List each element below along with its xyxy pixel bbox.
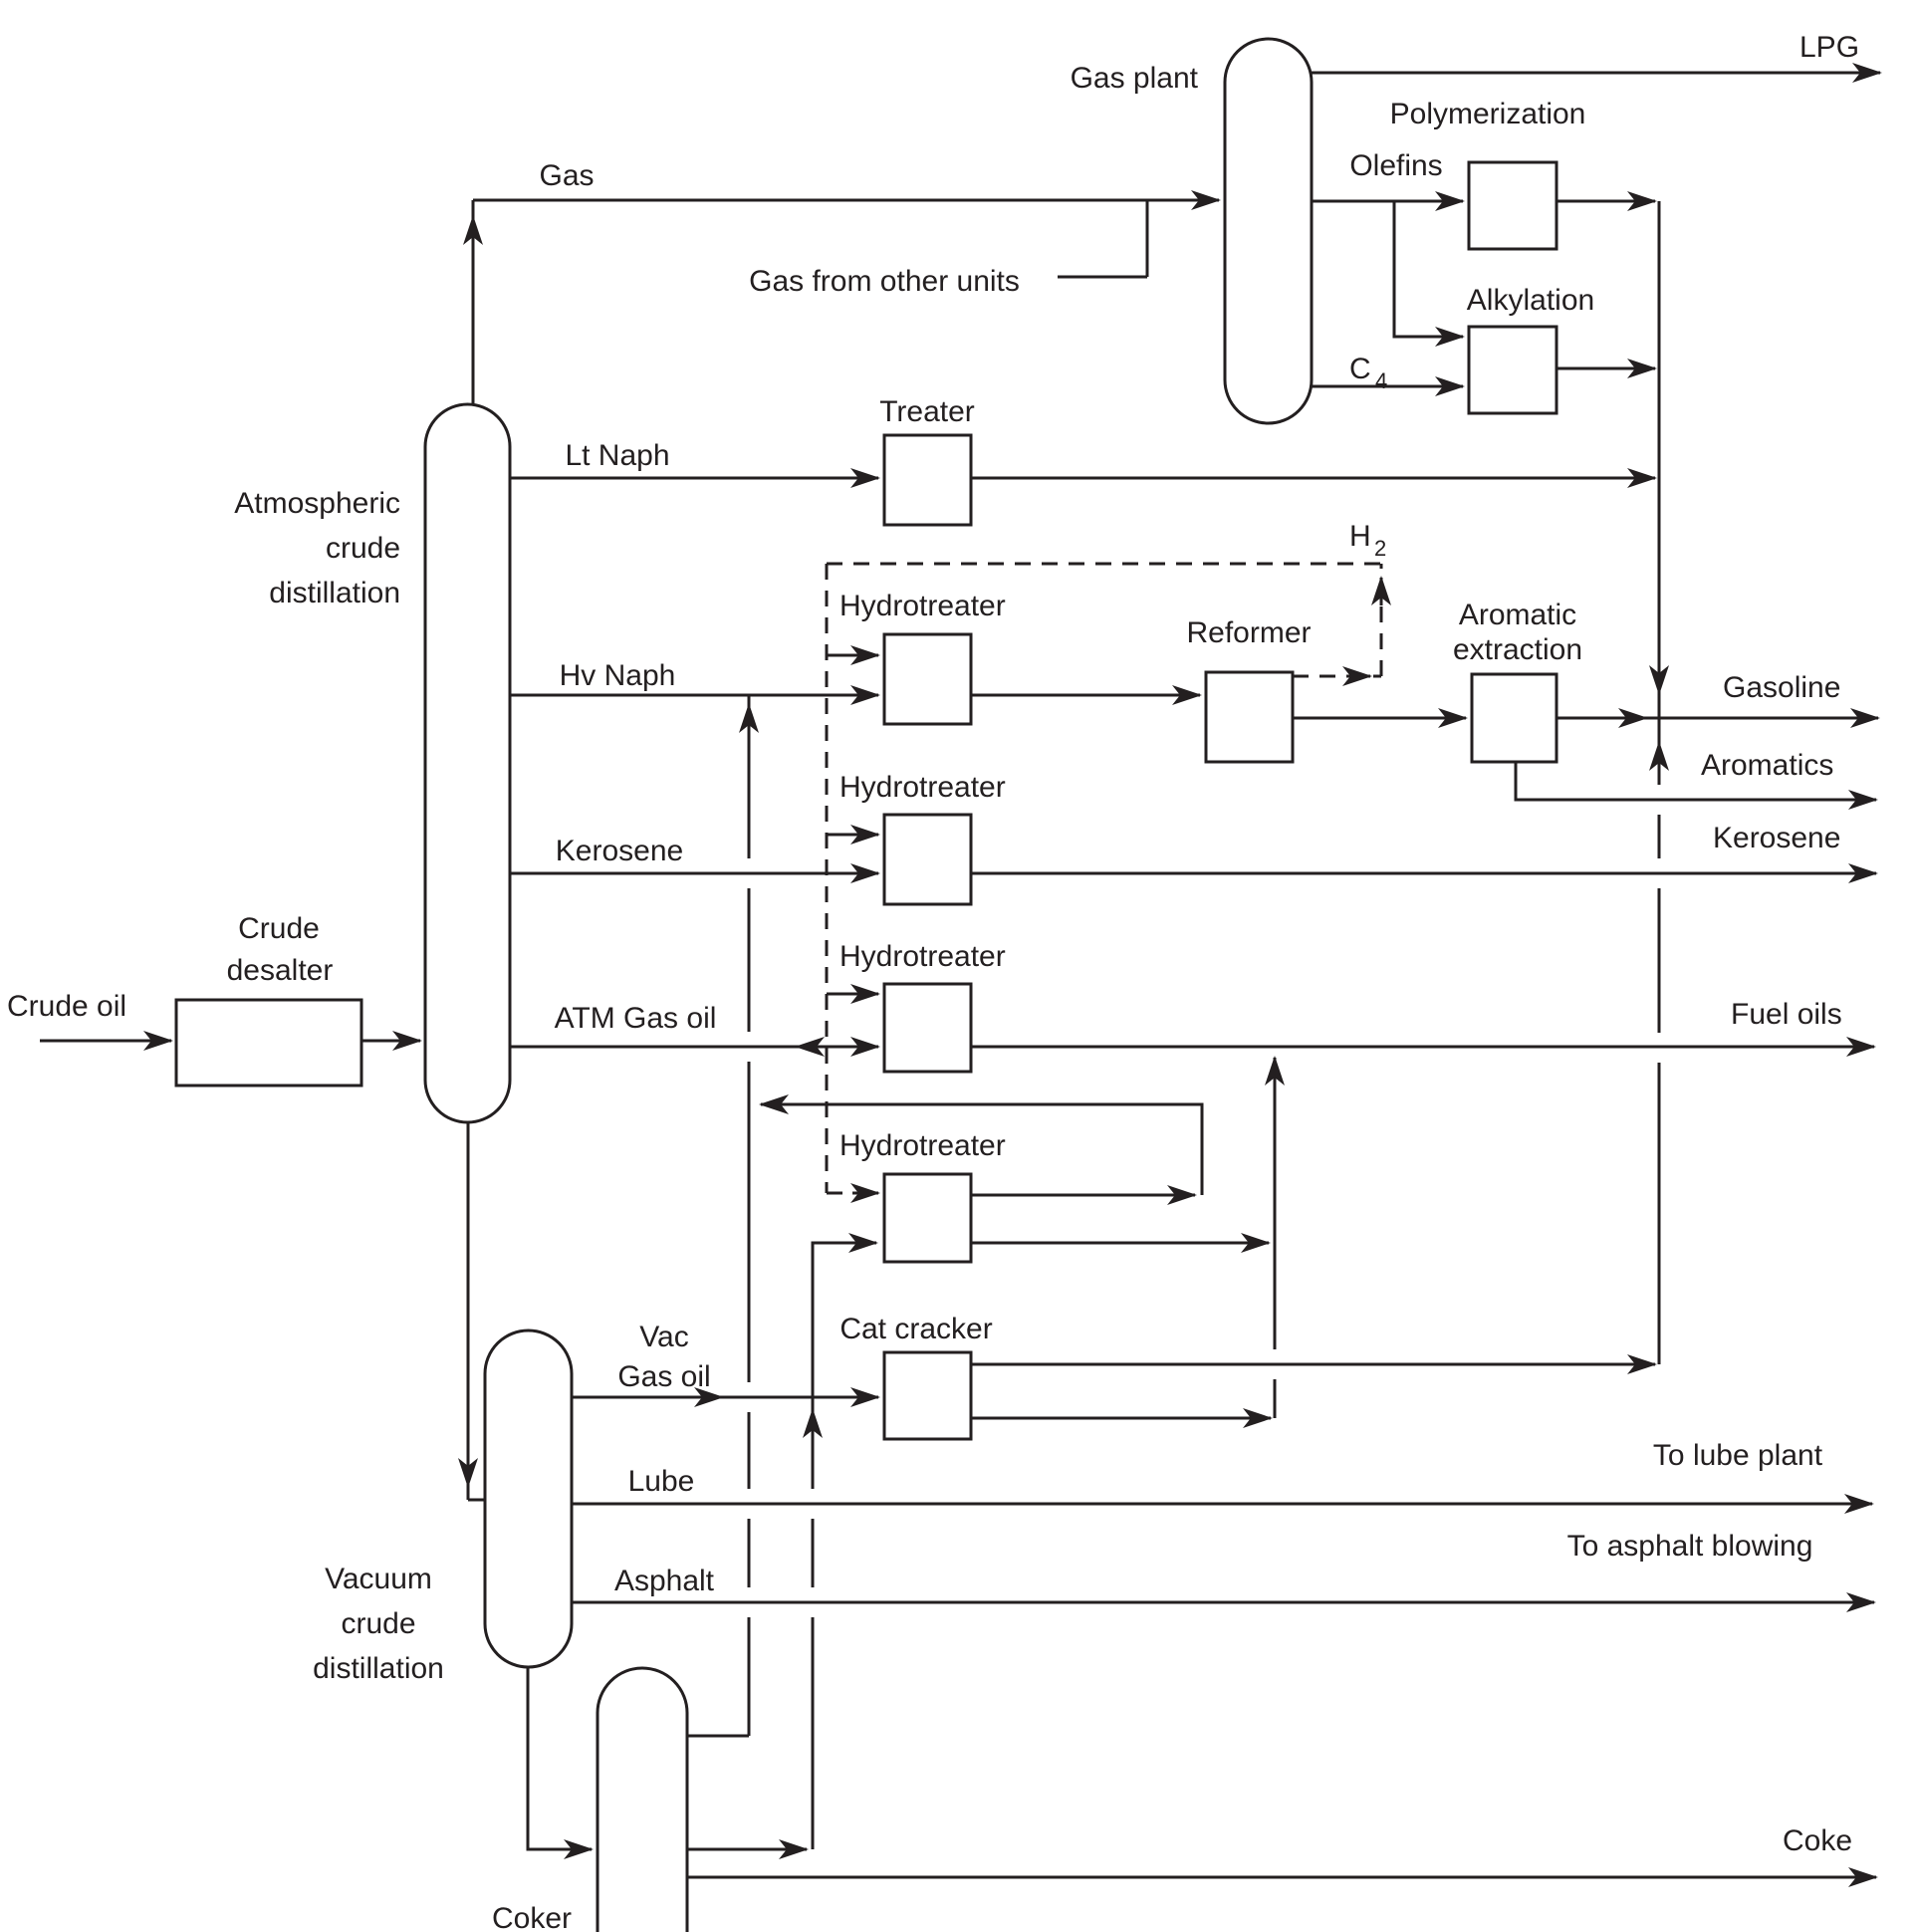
alkylation-box (1467, 325, 1558, 415)
hydrotreater-gasoil-box (882, 982, 973, 1074)
to-lube-plant-label: To lube plant (1653, 1439, 1823, 1472)
fuel-oils-label: Fuel oils (1731, 998, 1842, 1031)
aromatic-extraction-box (1470, 672, 1558, 764)
treater-label: Treater (879, 395, 975, 428)
lt-naph-label: Lt Naph (565, 439, 669, 472)
hydrotreater-gasoil-label: Hydrotreater (839, 940, 1006, 973)
ht4-feed-branch (811, 1233, 878, 1397)
vacuum-column-vessel (483, 1328, 574, 1669)
lube-label: Lube (628, 1465, 695, 1498)
treater-box (882, 433, 973, 527)
cat-cracker-box (882, 1350, 973, 1441)
atmospheric-column-vessel (423, 402, 512, 1124)
crude-desalter-label-2: desalter (227, 954, 334, 987)
polymerization-box (1467, 160, 1558, 251)
polymerization-label: Polymerization (1390, 98, 1586, 130)
hydrotreater-naphtha-label: Hydrotreater (839, 590, 1006, 622)
asphalt-label: Asphalt (614, 1565, 715, 1597)
vacuum-column-label-3: distillation (313, 1652, 444, 1685)
gas-from-other-units-label: Gas from other units (749, 265, 1020, 298)
vessels (423, 37, 1314, 1932)
lpg-label: LPG (1799, 31, 1859, 64)
coke-label: Coke (1783, 1824, 1852, 1857)
atm-gas-oil-label: ATM Gas oil (555, 1002, 717, 1035)
flow-lines (40, 63, 1882, 1887)
c4-label-sub: 4 (1375, 368, 1387, 393)
vacuum-column-label-2: crude (341, 1607, 415, 1640)
hydrotreater-kerosene-label: Hydrotreater (839, 771, 1006, 804)
gas-plant-vessel (1223, 37, 1314, 425)
vac-gas-oil-label-2: Gas oil (617, 1360, 710, 1393)
hydrotreater-catfeed-box (882, 1172, 973, 1264)
c4-label-base: C (1349, 353, 1371, 385)
reformer-label: Reformer (1186, 616, 1311, 649)
kerosene-feed-label: Kerosene (556, 835, 683, 867)
to-asphalt-blowing-label: To asphalt blowing (1567, 1530, 1813, 1563)
vac-gas-oil-label-1: Vac (639, 1321, 688, 1353)
alkylation-label: Alkylation (1467, 284, 1594, 317)
atmospheric-column-label-1: Atmospheric (234, 487, 400, 520)
gas-label: Gas (539, 159, 594, 192)
atmospheric-column-label-3: distillation (269, 577, 400, 609)
coker-label: Coker (492, 1902, 572, 1932)
hydrotreater-naphtha-box (882, 632, 973, 726)
crude-desalter-label-1: Crude (238, 912, 320, 945)
vacuum-bottoms-to-coker (526, 1667, 594, 1859)
cat-cracker-label: Cat cracker (839, 1313, 992, 1345)
hydrotreater-catfeed-label: Hydrotreater (839, 1129, 1006, 1162)
labels: Crude oil Crude desalter Atmospheric cru… (7, 31, 1859, 1932)
hydrotreater-kerosene-box (882, 813, 973, 906)
ht4-recycle-loop (759, 1094, 1204, 1195)
hydrogen-recycle (825, 562, 1391, 1195)
crude-oil-label: Crude oil (7, 990, 126, 1023)
reformer-box (1204, 670, 1295, 764)
aromatics-line (1514, 762, 1878, 810)
hv-naph-label: Hv Naph (560, 659, 676, 692)
olefins-label: Olefins (1349, 149, 1442, 182)
aromatics-label: Aromatics (1701, 749, 1833, 782)
vacuum-column-label-1: Vacuum (325, 1563, 432, 1595)
gasoline-label: Gasoline (1723, 671, 1840, 704)
h2-label-sub: 2 (1374, 536, 1386, 561)
aromatic-extraction-label-2: extraction (1453, 633, 1582, 666)
crude-desalter-box (174, 998, 363, 1087)
aromatic-extraction-label-1: Aromatic (1459, 599, 1576, 631)
olefins-to-alkylation-branch (1392, 201, 1465, 347)
unit-boxes (174, 160, 1558, 1441)
atmospheric-column-label-2: crude (326, 532, 400, 565)
gas-plant-label: Gas plant (1071, 62, 1199, 95)
kerosene-product-label: Kerosene (1713, 822, 1840, 854)
coker-vessel (596, 1666, 689, 1932)
h2-label-base: H (1349, 520, 1371, 553)
